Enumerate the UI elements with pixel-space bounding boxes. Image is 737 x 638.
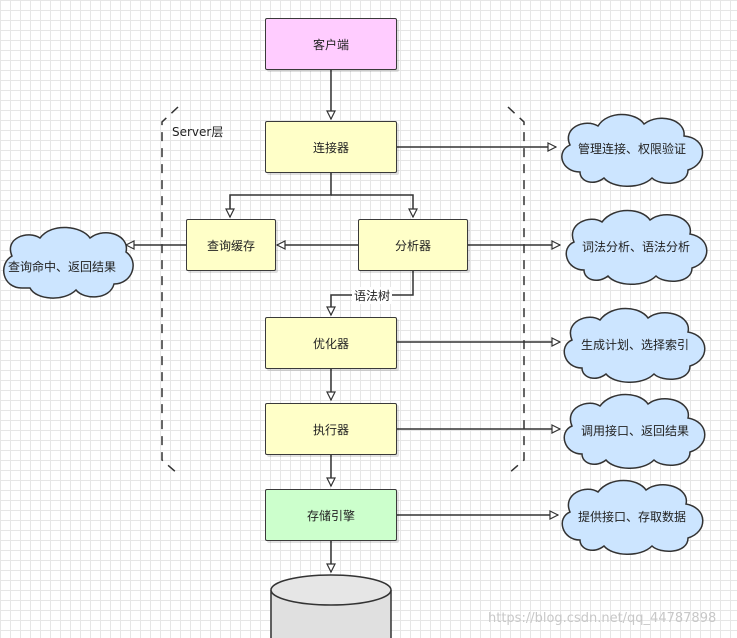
cloud-analyzer-note <box>565 209 708 285</box>
optimizer-node: 优化器 <box>265 317 397 369</box>
query-cache-label: 查询缓存 <box>206 238 255 253</box>
query-cache-node: 查询缓存 <box>186 219 276 271</box>
server-bracket-left <box>161 106 179 475</box>
edge-connector-analyzer <box>331 194 413 217</box>
executor-node: 执行器 <box>265 403 397 455</box>
server-bracket-right <box>507 106 525 475</box>
storage-engine-label: 存储引擎 <box>306 508 355 523</box>
executor-label: 执行器 <box>312 422 349 437</box>
connector-node: 连接器 <box>265 121 397 173</box>
connector-note-text: 管理连接、权限验证 <box>578 142 687 156</box>
server-layer-label: Server层 <box>172 125 224 139</box>
optimizer-note-text: 生成计划、选择索引 <box>581 338 690 352</box>
connector-label: 连接器 <box>312 140 349 155</box>
watermark: https://blog.csdn.net/qq_44787898 <box>488 611 717 626</box>
cloud-cache-note <box>2 226 134 299</box>
cloud-connector-note <box>561 113 704 187</box>
analyzer-label: 分析器 <box>394 238 431 253</box>
storage-engine-node: 存储引擎 <box>265 489 397 541</box>
storage-note-text: 提供接口、存取数据 <box>578 510 687 524</box>
syntax-tree-label: 语法树 <box>352 287 393 304</box>
cloud-optimizer-note <box>563 307 706 383</box>
analyzer-note-text: 词法分析、语法分析 <box>582 240 691 254</box>
cloud-storage-note <box>561 479 704 555</box>
executor-note-text: 调用接口、返回结果 <box>581 424 690 438</box>
client-label: 客户端 <box>312 37 349 52</box>
cloud-executor-note <box>563 393 706 469</box>
database-icon <box>270 574 392 638</box>
edge-connector-cache <box>230 172 332 217</box>
cache-note-text: 查询命中、返回结果 <box>8 260 117 274</box>
optimizer-label: 优化器 <box>312 336 349 351</box>
client-node: 客户端 <box>265 18 397 70</box>
analyzer-node: 分析器 <box>358 219 468 271</box>
